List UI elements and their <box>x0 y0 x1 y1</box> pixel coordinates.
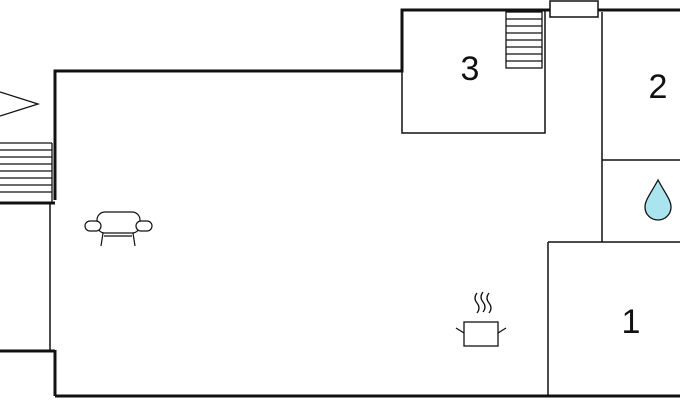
window-icon <box>549 0 599 18</box>
staircase-icon <box>0 142 53 203</box>
room-label-2: 2 <box>649 68 668 106</box>
room-label-1: 1 <box>622 303 641 341</box>
interior-walls <box>49 10 680 396</box>
room-3-wall <box>401 10 546 134</box>
armchair-icon <box>84 211 153 247</box>
entrance-arrow-icon <box>0 91 41 117</box>
water-drop-icon <box>644 178 672 221</box>
main-wall <box>53 8 550 200</box>
cooking-pot-icon <box>455 291 507 347</box>
staircase-icon <box>505 11 543 69</box>
room-label-3: 3 <box>461 50 480 88</box>
outer-walls <box>0 8 680 398</box>
